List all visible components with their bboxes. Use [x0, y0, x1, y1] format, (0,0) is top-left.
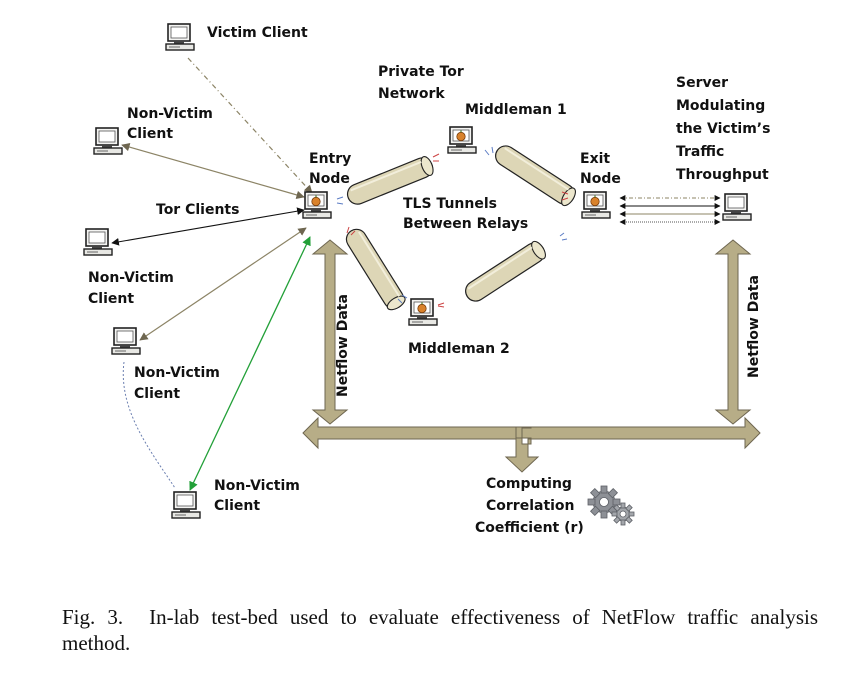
computing-label-line2: Correlation — [486, 498, 575, 514]
entry-node-computer-icon — [302, 191, 332, 219]
middleman-1-label: Middleman 1 — [465, 102, 567, 118]
computing-label-line3: Coefficient (r) — [475, 520, 584, 536]
non-victim-client-4-label-line2: Client — [214, 498, 260, 514]
exit-node-computer-icon — [581, 191, 611, 219]
non-victim-client-2-label-line1: Non-Victim — [88, 270, 174, 286]
middleman-1-computer-icon — [447, 126, 477, 154]
tunnel-middleman1-exit — [490, 141, 580, 209]
tls-tunnels-label-line2: Between Relays — [403, 216, 528, 232]
exit-server-links — [619, 195, 721, 225]
computing-horizontal-arrow — [302, 416, 761, 473]
exit-node-label-line1: Exit — [580, 151, 610, 167]
netflow-left-arrow — [311, 239, 349, 425]
server-label-line4: Traffic — [676, 144, 724, 160]
server-label-line1: Server — [676, 75, 728, 91]
middleman-2-label: Middleman 2 — [408, 341, 510, 357]
non-victim-1-link — [121, 143, 305, 199]
middleman-2-computer-icon — [408, 298, 438, 326]
non-victim-4-link — [189, 236, 311, 491]
testbed-diagram: Victim Client Non-Victim Client Tor Clie… — [83, 23, 770, 536]
tls-tunnels-label-line1: TLS Tunnels — [403, 196, 497, 212]
blue-dotted-link — [122, 361, 176, 489]
non-victim-client-3-label-line1: Non-Victim — [134, 365, 220, 381]
non-victim-client-1-label-line2: Client — [127, 126, 173, 142]
non-victim-client-4-label-line1: Non-Victim — [214, 478, 300, 494]
netflow-right-arrow — [714, 239, 752, 425]
server-computer-icon — [722, 193, 752, 221]
tunnel-middleman2-exit — [460, 238, 550, 306]
computing-label-line1: Computing — [486, 476, 572, 492]
server-label-line3: the Victim’s — [676, 121, 770, 137]
non-victim-client-3-computer-icon — [111, 327, 141, 355]
victim-link — [187, 57, 313, 194]
tor-clients-label: Tor Clients — [156, 202, 239, 218]
exit-node-label-line2: Node — [580, 171, 621, 187]
non-victim-client-2-computer-icon — [83, 228, 113, 256]
caption-text: In-lab test-bed used to evaluate effecti… — [62, 605, 818, 655]
gears-icon — [587, 485, 635, 526]
tunnel-end-sparks — [336, 146, 569, 308]
figure-number: Fig. 3. — [62, 605, 124, 629]
netflow-data-right-label: Netflow Data — [746, 275, 762, 378]
tunnel-entry-middleman2 — [341, 224, 409, 314]
server-label-line2: Modulating — [676, 98, 765, 114]
entry-node-label-line1: Entry — [309, 151, 351, 167]
non-victim-client-1-label-line1: Non-Victim — [127, 106, 213, 122]
figure-caption: Fig. 3.In-lab test-bed used to evaluate … — [62, 604, 818, 656]
private-tor-label-line1: Private Tor — [378, 64, 464, 80]
non-victim-client-3-label-line2: Client — [134, 386, 180, 402]
non-victim-client-1-computer-icon — [93, 127, 123, 155]
non-victim-client-4-computer-icon — [171, 491, 201, 519]
victim-client-computer-icon — [165, 23, 195, 51]
entry-node-label-line2: Node — [309, 171, 350, 187]
non-victim-client-2-label-line2: Client — [88, 291, 134, 307]
private-tor-label-line2: Network — [378, 86, 445, 102]
victim-client-label: Victim Client — [207, 25, 308, 41]
netflow-data-left-label: Netflow Data — [335, 294, 351, 397]
server-label-line5: Throughput — [676, 167, 769, 183]
